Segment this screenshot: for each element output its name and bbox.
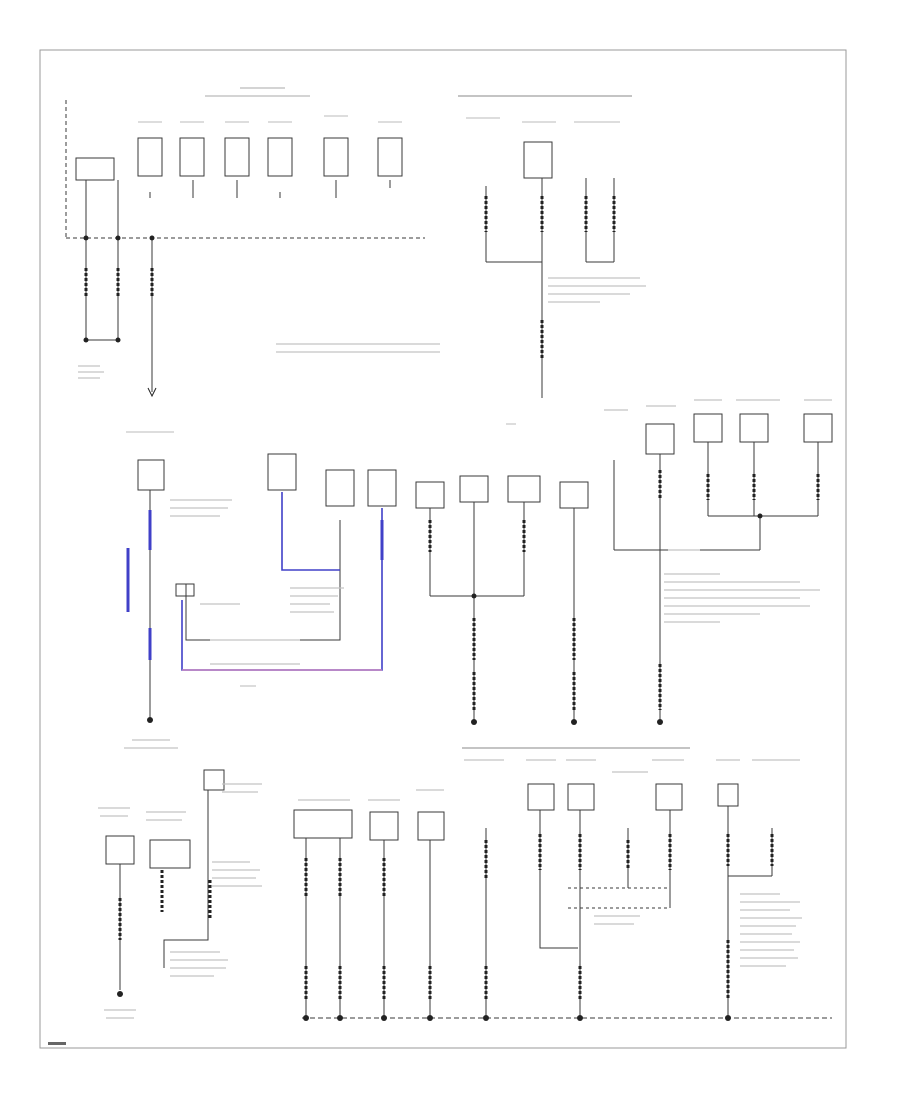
page-marker (48, 1042, 66, 1045)
splice-point (115, 235, 121, 241)
splice-point (427, 1015, 433, 1021)
splice-point (381, 1015, 387, 1021)
splice-point (471, 719, 477, 725)
middle-module-group (267, 423, 589, 722)
top-left-module-group (65, 87, 425, 392)
label-scribble (78, 343, 440, 379)
splice-point (83, 337, 89, 343)
splice-point (757, 513, 763, 519)
splice-point (471, 593, 477, 599)
label-scribble (548, 277, 646, 303)
arrow-icon (147, 387, 157, 398)
label-scribble (98, 759, 802, 1019)
top-right-module-group (458, 95, 632, 398)
splice-point (83, 235, 89, 241)
label-scribble (604, 399, 832, 623)
splice-point (149, 235, 155, 241)
splice-point (303, 1015, 309, 1021)
splice-point (577, 1015, 583, 1021)
middle-right-module-group (613, 413, 833, 722)
bottom-module-group (105, 747, 832, 1019)
splice-point (657, 719, 663, 725)
diagram-frame (39, 49, 847, 1049)
splice-point (147, 717, 153, 723)
splice-point (725, 1015, 731, 1021)
splice-point (337, 1015, 343, 1021)
splice-point (117, 991, 123, 997)
splice-point (571, 719, 577, 725)
label-scribble (124, 499, 344, 749)
splice-point (115, 337, 121, 343)
splice-point (483, 1015, 489, 1021)
middle-left-module-group (126, 431, 384, 720)
